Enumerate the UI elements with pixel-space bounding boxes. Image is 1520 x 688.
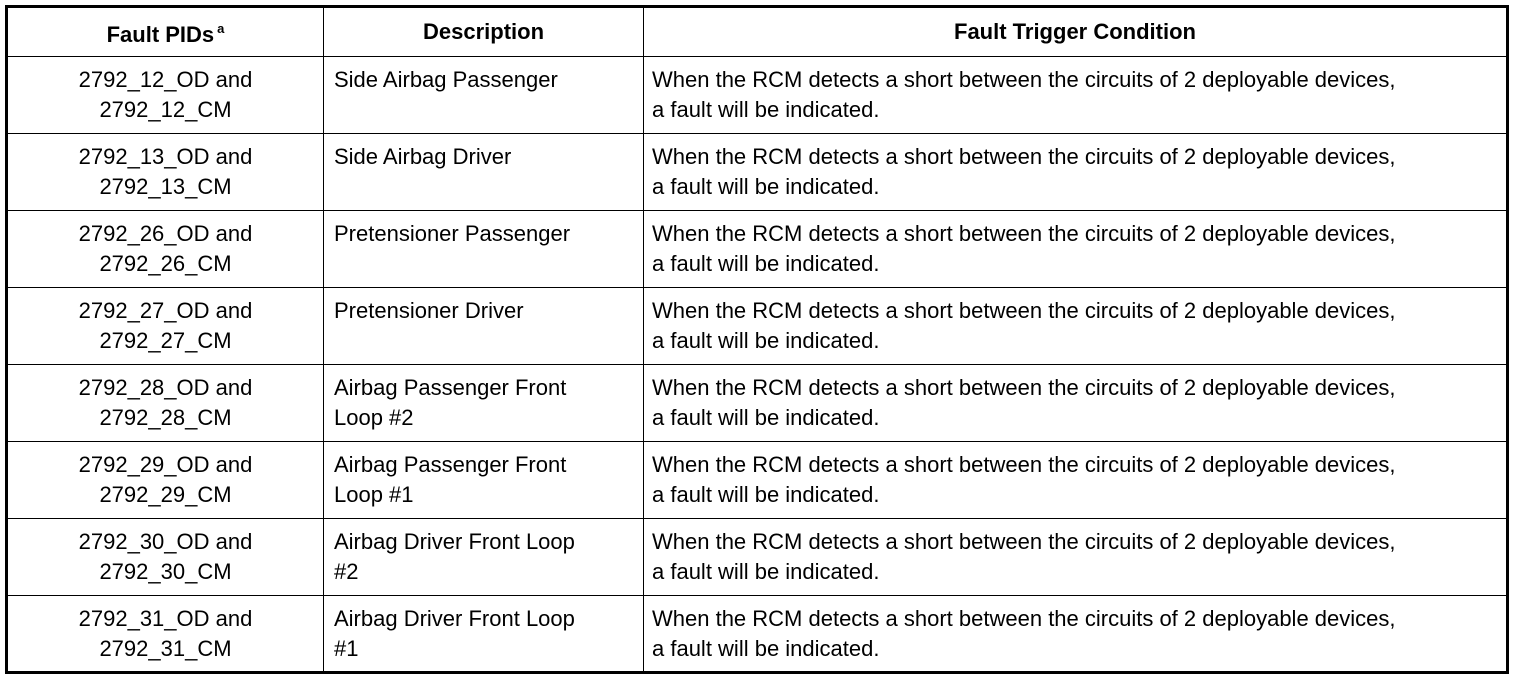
trigger-condition-cell: When the RCM detects a short between the… — [643, 287, 1508, 365]
trigger-condition-cell: When the RCM detects a short between the… — [643, 364, 1508, 442]
footnote-marker: a — [217, 21, 225, 36]
trigger-condition-cell: When the RCM detects a short between the… — [643, 133, 1508, 211]
description-cell: Side Airbag Passenger — [323, 56, 644, 134]
trigger-condition-cell: When the RCM detects a short between the… — [643, 210, 1508, 288]
trigger-condition-cell: When the RCM detects a short between the… — [643, 56, 1508, 134]
description-cell: Pretensioner Driver — [323, 287, 644, 365]
description-cell: Side Airbag Driver — [323, 133, 644, 211]
description-cell: Airbag Driver Front Loop#2 — [323, 518, 644, 596]
header-fault-pids-label: Fault PIDs — [106, 22, 215, 47]
header-description: Description — [323, 6, 644, 57]
description-cell: Pretensioner Passenger — [323, 210, 644, 288]
trigger-condition-cell: When the RCM detects a short between the… — [643, 441, 1508, 519]
trigger-condition-cell: When the RCM detects a short between the… — [643, 595, 1508, 673]
header-fault-trigger-condition: Fault Trigger Condition — [643, 6, 1508, 57]
trigger-condition-cell: When the RCM detects a short between the… — [643, 518, 1508, 596]
description-cell: Airbag Driver Front Loop#1 — [323, 595, 644, 673]
